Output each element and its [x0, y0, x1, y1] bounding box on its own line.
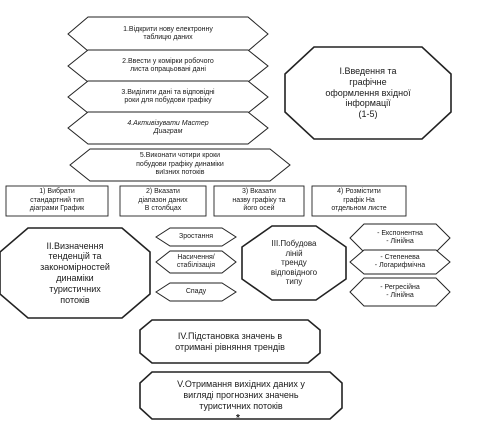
trend-3-label: Спаду	[185, 287, 207, 295]
substep-4-label: 4) Розмістити графік На отдельном листе	[331, 188, 387, 213]
step-5-shape	[69, 148, 291, 182]
trend-1-label: Зростання	[178, 232, 214, 240]
footnote-marker: *	[236, 412, 240, 424]
step-2-label: 2.Ввести у комірки робочого листа опраць…	[122, 57, 214, 73]
stage-3-label: III.Побудова ліній тренду відповідного т…	[270, 239, 318, 287]
stage-4-shape	[139, 319, 321, 364]
step-1-label: 1.Відкрити нову електронну таблицю даних	[123, 25, 213, 41]
substep-2-shape	[119, 185, 207, 217]
step-4-label: 4.Активізувати Мастер Диаграм	[127, 119, 209, 135]
trend-2-label: Насичення/ стабілізація	[176, 253, 216, 269]
substep-1-label: 1) Вибрати стандартний тип діаграми Граф…	[29, 188, 85, 213]
trend-type-2-shape	[349, 249, 451, 275]
trend-type-1-label: - Експонентна - Лінійна	[377, 229, 423, 245]
stage-3-shape	[241, 225, 347, 301]
substep-4-shape	[311, 185, 407, 217]
trend-1-shape	[155, 227, 237, 247]
trend-2-shape	[155, 250, 237, 274]
step-5-label: 5.Виконати чотири кроки побудови графіку…	[136, 152, 224, 177]
stage-2-shape	[0, 227, 151, 319]
substep-3-label: 3) Вказати назву графіку та його осей	[232, 188, 286, 213]
stage-4-label: IV.Підстановка значень в отримані рівнян…	[175, 330, 285, 352]
substep-1-shape	[5, 185, 109, 217]
substep-2-label: 2) Вказати діапазон даних В столбцах	[138, 188, 188, 213]
stage-1-label: I.Введення та графічне оформлення вхідно…	[325, 66, 411, 120]
trend-type-3-label: - Регресійна - Лінійна	[380, 283, 420, 299]
trend-type-3-shape	[349, 277, 451, 307]
trend-type-2-label: - Степенева - Логарифмічна	[374, 253, 426, 269]
stage-5-label: V.Отримання вихідних даних у вигляді про…	[177, 379, 305, 411]
step-3-label: 3.Виділити дані та відповідні роки для п…	[121, 88, 215, 104]
step-4-shape	[67, 111, 269, 145]
trend-3-shape	[155, 282, 237, 302]
stage-5-shape	[139, 371, 343, 420]
substep-3-shape	[213, 185, 305, 217]
stage-1-shape	[284, 46, 452, 140]
stage-2-label: II.Визначення тенденцій та закономірност…	[40, 240, 110, 305]
